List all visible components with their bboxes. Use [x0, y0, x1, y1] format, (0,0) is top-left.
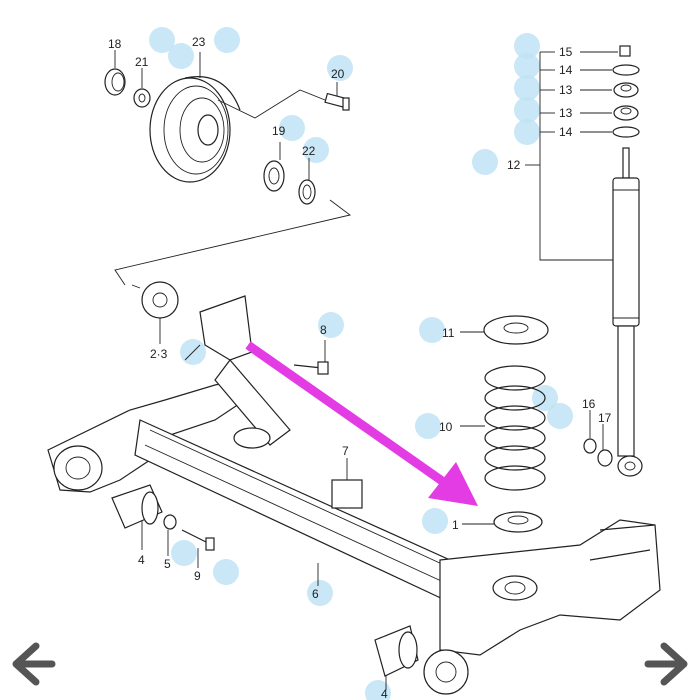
label-1: 1 — [452, 518, 459, 532]
label-22: 22 — [302, 144, 316, 158]
label-15: 15 — [559, 45, 573, 59]
bearing-part — [263, 160, 285, 192]
label-23: 23 — [192, 35, 206, 49]
label-9: 9 — [194, 569, 201, 583]
coil-spring-part — [484, 365, 546, 491]
prev-arrow-button[interactable] — [8, 640, 56, 688]
label-19: 19 — [272, 124, 286, 138]
pointer-arrow — [245, 341, 478, 506]
washer-part — [163, 514, 177, 530]
shock-absorber-part — [612, 177, 640, 327]
label-14b: 14 — [559, 125, 573, 139]
pivot-bolt-part — [205, 537, 215, 551]
seal-part — [298, 179, 316, 205]
label-4b: 4 — [381, 687, 388, 700]
upper-bracket-part — [199, 295, 253, 361]
label-14a: 14 — [559, 63, 573, 77]
axle-beam-group — [47, 281, 661, 695]
label-21: 21 — [135, 55, 149, 69]
label-17: 17 — [598, 411, 612, 425]
coil-spring-group — [460, 315, 549, 533]
label-8: 8 — [320, 323, 327, 337]
spring-seat-lower-part — [493, 511, 543, 533]
label-4a: 4 — [138, 553, 145, 567]
right-trailing-arm-part — [439, 519, 661, 656]
shock-absorber-group — [525, 45, 643, 477]
label-5: 5 — [164, 557, 171, 571]
label-20: 20 — [331, 67, 345, 81]
label-7: 7 — [342, 444, 349, 458]
axle-beam-part — [134, 419, 451, 601]
label-11: 11 — [442, 326, 455, 340]
brake-drum-group — [104, 50, 352, 286]
arrow-right-icon — [644, 642, 688, 686]
arrow-left-icon — [12, 642, 56, 686]
label-16: 16 — [582, 397, 596, 411]
spring-seat-upper-part — [483, 315, 549, 345]
label-2-3: 2·3 — [150, 347, 168, 361]
label-13b: 13 — [559, 106, 573, 120]
lower-nut-part — [583, 438, 597, 454]
nut-part — [133, 88, 151, 108]
lower-washer-part — [597, 449, 613, 467]
label-6: 6 — [312, 587, 319, 601]
dust-cap-part — [104, 68, 126, 96]
hub-part — [141, 281, 179, 319]
bushing-part — [613, 82, 639, 98]
label-12: 12 — [507, 158, 521, 172]
label-13a: 13 — [559, 83, 573, 97]
bushing-washer-part — [612, 64, 640, 76]
label-plate-part — [331, 479, 363, 509]
part-labels: 18 21 23 20 19 22 15 14 13 13 14 12 11 1… — [108, 35, 612, 700]
label-10: 10 — [439, 420, 453, 434]
next-arrow-button[interactable] — [644, 640, 692, 688]
nut-top-part — [619, 45, 631, 57]
label-18: 18 — [108, 37, 122, 51]
